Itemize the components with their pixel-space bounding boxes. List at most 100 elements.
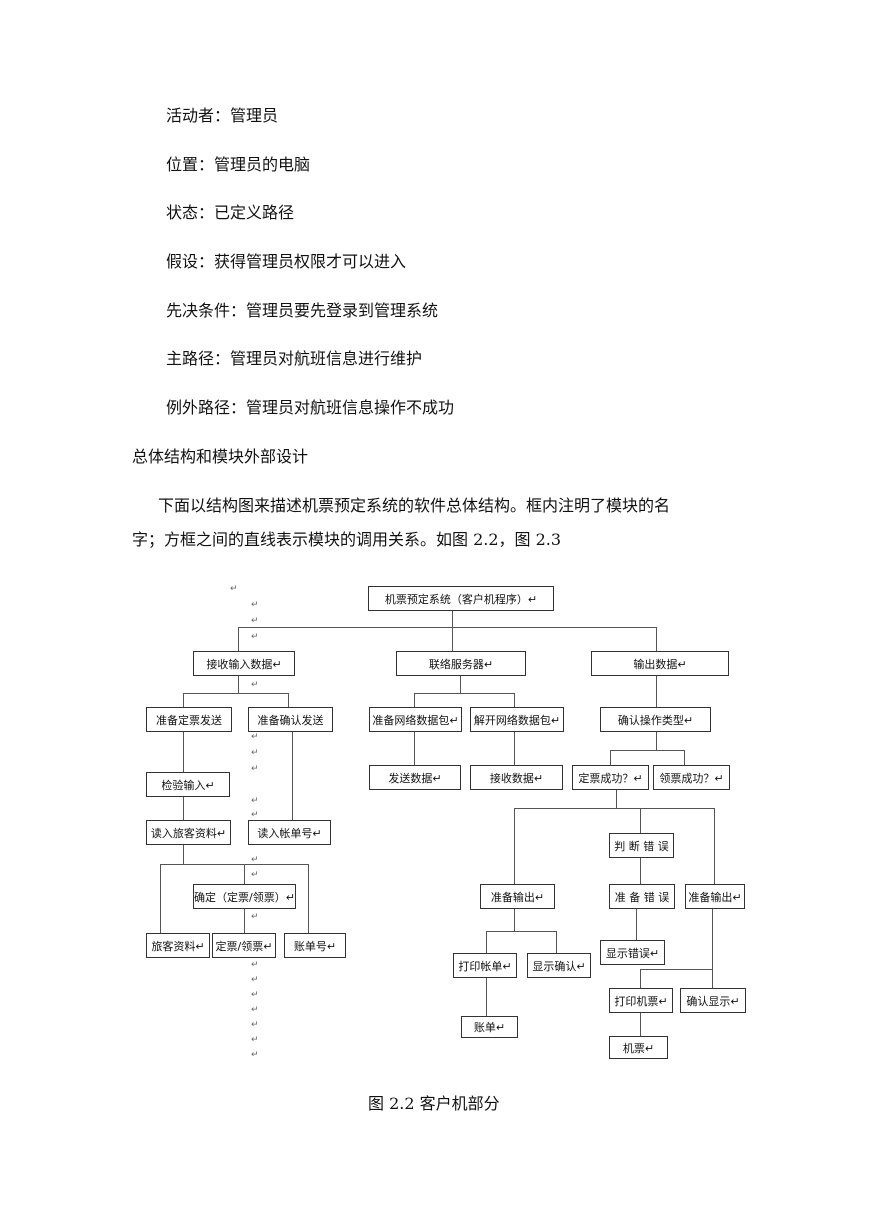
connector [238, 627, 656, 628]
connector [452, 627, 453, 651]
connector [244, 864, 245, 884]
connector [616, 789, 617, 808]
bill-box: 账单↵ [461, 1016, 518, 1038]
connector [610, 750, 685, 751]
return-mark: ↵ [251, 680, 259, 690]
section-title: 总体结构和模块外部设计 [132, 447, 309, 466]
output-data-box: 输出数据↵ [591, 651, 729, 676]
return-mark: ↵ [251, 732, 259, 742]
connector [514, 693, 515, 707]
connector [640, 808, 641, 833]
connector [452, 610, 453, 627]
return-mark: ↵ [251, 960, 259, 970]
return-mark: ↵ [251, 1035, 259, 1045]
return-mark: ↵ [230, 584, 238, 594]
return-mark: ↵ [251, 1020, 259, 1030]
confirm-op-type-box: 确认操作类型↵ [600, 707, 711, 732]
print-ticket-box: 打印机票↵ [609, 988, 673, 1013]
judge-error-box: 判 断 错 误 [609, 833, 674, 858]
read-passenger-box: 读入旅客资料↵ [146, 820, 231, 845]
return-mark: ↵ [251, 632, 259, 642]
connector [183, 796, 184, 820]
connector [244, 909, 245, 933]
return-mark: ↵ [251, 855, 259, 865]
prepare-packet-box: 准备网络数据包↵ [369, 707, 462, 732]
return-mark: ↵ [251, 912, 259, 922]
connector [414, 693, 515, 694]
intro-line-2: 字；方框之间的直线表示模块的调用关系。如图 2.2，图 2.3 [132, 530, 562, 549]
connector [514, 732, 515, 765]
connector [514, 808, 714, 809]
connector [160, 864, 161, 933]
connector [514, 909, 515, 931]
receive-data-box: 接收数据↵ [470, 765, 563, 790]
connector [656, 675, 657, 707]
return-mark: ↵ [251, 990, 259, 1000]
connector [656, 627, 657, 651]
status-line: 状态：已定义路径 [166, 203, 295, 222]
connector [556, 931, 557, 953]
return-mark: ↵ [251, 1050, 259, 1060]
connector [183, 693, 184, 707]
connector [486, 978, 487, 1016]
actor-line: 活动者：管理员 [166, 106, 279, 125]
connector [486, 931, 487, 953]
connector [160, 864, 308, 865]
unpack-packet-box: 解开网络数据包↵ [470, 707, 564, 732]
connector [414, 732, 415, 765]
connector [292, 732, 293, 820]
connector [288, 693, 289, 707]
return-mark: ↵ [251, 810, 259, 820]
connector [640, 969, 641, 988]
exception-path-line: 例外路径：管理员对航班信息操作不成功 [166, 398, 455, 417]
connector [514, 808, 515, 884]
return-mark: ↵ [251, 1005, 259, 1015]
account-no-box: 账单号↵ [284, 933, 346, 958]
connector [183, 693, 289, 694]
connector [684, 750, 685, 765]
connect-server-box: 联络服务器↵ [396, 651, 526, 676]
show-confirm-box: 显示确认↵ [527, 953, 591, 978]
assumption-line: 假设：获得管理员权限才可以进入 [166, 252, 407, 271]
connector [610, 750, 611, 765]
connector [640, 1013, 641, 1036]
root-module-box: 机票预定系统（客户机程序）↵ [368, 586, 554, 611]
ticket-box: 机票↵ [609, 1036, 668, 1059]
connector [656, 732, 657, 750]
connector [183, 845, 184, 864]
passenger-data-box: 旅客资料↵ [146, 933, 210, 958]
connector [714, 808, 715, 884]
connector [640, 857, 641, 884]
connector [640, 969, 713, 970]
connector [183, 732, 184, 772]
connector [712, 909, 713, 969]
figure-caption: 图 2.2 客户机部分 [368, 1094, 500, 1113]
check-input-box: 检验输入↵ [146, 772, 230, 797]
connector [238, 627, 239, 651]
return-mark: ↵ [251, 600, 259, 610]
location-line: 位置：管理员的电脑 [166, 155, 311, 174]
prepare-output-box-2: 准备输出↵ [685, 884, 745, 909]
connector [414, 693, 415, 707]
return-mark: ↵ [251, 616, 259, 626]
precondition-line: 先决条件：管理员要先登录到管理系统 [166, 301, 439, 320]
intro-line-1: 下面以结构图来描述机票预定系统的软件总体结构。框内注明了模块的名 [158, 496, 671, 515]
receive-input-box: 接收输入数据↵ [193, 651, 295, 676]
print-bill-box: 打印帐单↵ [453, 953, 517, 978]
connector [712, 969, 713, 988]
reserve-success-box: 定票成功？↵ [572, 765, 649, 790]
send-data-box: 发送数据↵ [369, 765, 461, 790]
connector [636, 909, 637, 940]
prepare-error-box: 准 备 错 误 [609, 884, 675, 909]
reserve-collect-box: 定票/领票↵ [212, 933, 276, 958]
return-mark: ↵ [251, 796, 259, 806]
confirm-reserve-box: 确定（定票/领票）↵ [193, 884, 296, 909]
prepare-reserve-box: 准备定票发送 [146, 707, 232, 732]
prepare-confirm-box: 准备确认发送 [248, 707, 333, 732]
show-error-box: 显示错误↵ [600, 940, 665, 965]
connector [460, 675, 461, 693]
prepare-output-box-1: 准备输出↵ [480, 884, 555, 909]
connector [308, 864, 309, 933]
connector [238, 675, 239, 693]
